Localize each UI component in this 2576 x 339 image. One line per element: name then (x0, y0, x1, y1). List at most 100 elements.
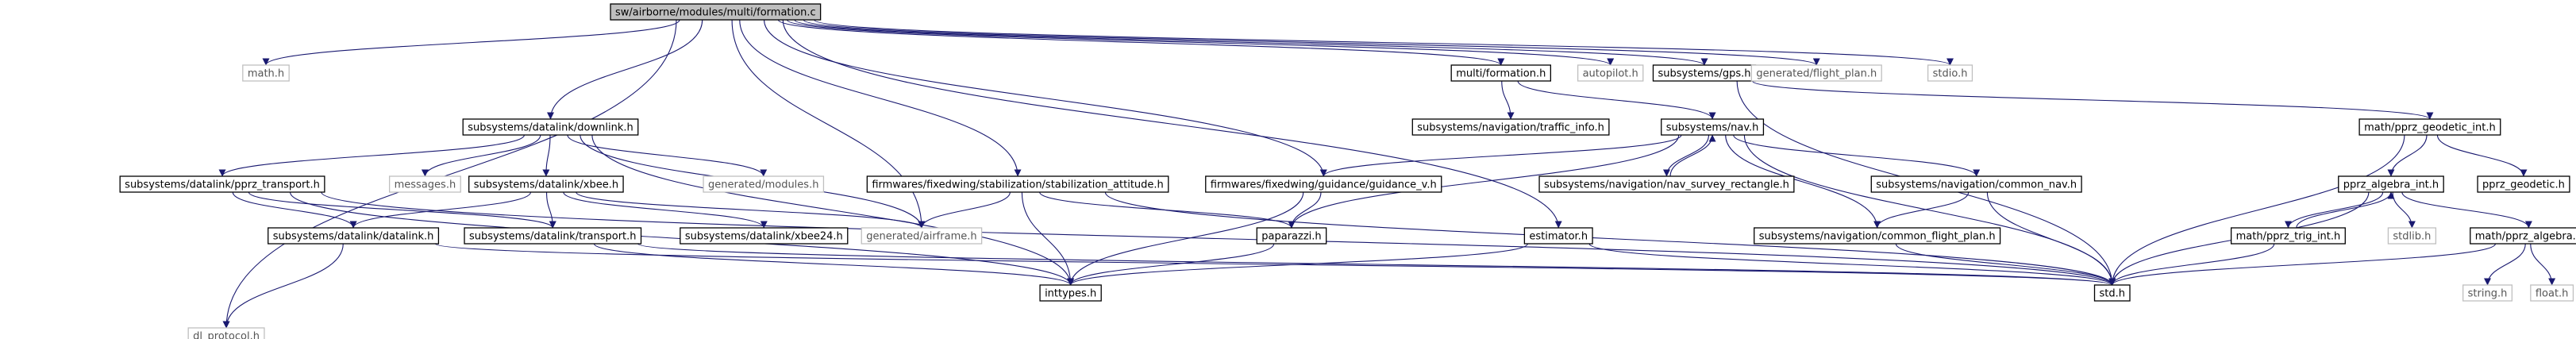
node-label: dl_protocol.h (193, 331, 260, 339)
node-label: subsystems/datalink/xbee24.h (685, 231, 843, 243)
edge-root-to-stdio (814, 19, 1954, 66)
edge-pprz-transport-to-datalink (232, 191, 357, 229)
node-pprz-trig-int[interactable]: math/pprz_trig_int.h (2230, 227, 2346, 245)
node-box (1661, 118, 1765, 136)
node-pprz-algebra-int[interactable]: pprz_algebra_int.h (2338, 175, 2444, 193)
edge-common-nav-to-std (1986, 191, 2116, 286)
edge-downlink-to-inttypes (591, 134, 1075, 286)
node-pprz-geodetic[interactable]: pprz_geodetic.h (2477, 175, 2570, 193)
edge-pprz-algebra-to-string (2484, 243, 2526, 286)
node-stab-att[interactable]: firmwares/fixedwing/stabilization/stabil… (866, 175, 1169, 193)
node-autopilot: autopilot.h (1577, 64, 1644, 82)
edge-root-to-stab-att (739, 19, 1022, 177)
node-box (2462, 284, 2513, 302)
node-box (1577, 64, 1644, 82)
node-guidance-v[interactable]: firmwares/fixedwing/guidance/guidance_v.… (1205, 175, 1442, 193)
node-pprz-geodetic-int[interactable]: math/pprz_geodetic_int.h (2358, 118, 2501, 136)
edge-xbee-to-xbee24 (563, 191, 768, 229)
edge-stab-att-to-std (1104, 191, 2116, 286)
node-common-flight-plan[interactable]: subsystems/navigation/common_flight_plan… (1754, 227, 2001, 245)
edge-nav-to-guidance-v (1319, 134, 1682, 177)
node-paparazzi[interactable]: paparazzi.h (1256, 227, 1327, 245)
node-box (1256, 227, 1327, 245)
edge-pprz-transport-to-transport (248, 191, 556, 229)
edge-root-to-autopilot (786, 19, 1614, 66)
node-box (861, 227, 983, 245)
node-std[interactable]: std.h (2093, 284, 2131, 302)
node-box (268, 227, 440, 245)
node-gps[interactable]: subsystems/gps.h (1652, 64, 1757, 82)
edge-formation-to-traffic-info (1501, 80, 1515, 120)
node-box (1450, 64, 1552, 82)
node-messages: messages.h (388, 175, 461, 193)
node-nav-survey[interactable]: subsystems/navigation/nav_survey_rectang… (1538, 175, 1795, 193)
node-label: estimator.h (1529, 231, 1588, 243)
node-formation[interactable]: multi/formation.h (1450, 64, 1552, 82)
node-label: paparazzi.h (1261, 231, 1321, 243)
node-label: math/pprz_algebra.h (2475, 231, 2576, 243)
node-transport[interactable]: subsystems/datalink/transport.h (464, 227, 642, 245)
node-box (2358, 118, 2501, 136)
node-label: sw/airborne/modules/multi/formation.c (615, 7, 816, 19)
node-box (119, 175, 325, 193)
node-label: subsystems/datalink/transport.h (469, 231, 637, 243)
node-box (610, 3, 822, 21)
node-box (866, 175, 1169, 193)
node-box (2470, 227, 2576, 245)
edge-downlink-to-messages (421, 134, 541, 177)
node-math: math.h (242, 64, 290, 82)
edge-nav-to-nav-survey (1662, 134, 1710, 177)
edge-pprz-trig-int-to-pprz-algebra-int (2296, 191, 2395, 229)
node-box (462, 118, 639, 136)
node-label: inttypes.h (1045, 288, 1096, 300)
node-traffic-info[interactable]: subsystems/navigation/traffic_info.h (1411, 118, 1610, 136)
edge-estimator-to-std (1588, 243, 2116, 286)
node-estimator[interactable]: estimator.h (1523, 227, 1593, 245)
node-label: math/pprz_trig_int.h (2236, 231, 2341, 243)
edge-root-to-gps (794, 19, 1708, 66)
node-box (2338, 175, 2444, 193)
edge-pprz-geodetic-int-to-pprz-geodetic (2436, 134, 2528, 177)
node-box (1039, 284, 1102, 302)
node-datalink[interactable]: subsystems/datalink/datalink.h (268, 227, 440, 245)
node-modules: generated/modules.h (703, 175, 825, 193)
node-xbee[interactable]: subsystems/datalink/xbee.h (468, 175, 624, 193)
node-label: subsystems/datalink/datalink.h (273, 231, 434, 243)
node-box (1538, 175, 1795, 193)
node-root[interactable]: sw/airborne/modules/multi/formation.c (610, 3, 822, 21)
node-label: subsystems/datalink/xbee.h (474, 179, 618, 191)
edge-xbee-to-datalink (349, 191, 532, 229)
node-box (1754, 227, 2001, 245)
node-label: std.h (2100, 288, 2126, 300)
node-nav[interactable]: subsystems/nav.h (1661, 118, 1765, 136)
node-box (1523, 227, 1593, 245)
node-label: firmwares/fixedwing/guidance/guidance_v.… (1211, 179, 1437, 191)
edge-gps-to-pprz-geodetic-int (1752, 80, 2434, 120)
node-pprz-algebra[interactable]: math/pprz_algebra.h (2470, 227, 2576, 245)
edge-pprz-geodetic-int-to-std (2108, 134, 2405, 286)
edge-pprz-trig-int-to-std (2108, 243, 2275, 286)
edge-transport-to-inttypes (593, 243, 1074, 286)
node-inttypes[interactable]: inttypes.h (1039, 284, 1102, 302)
edge-estimator-to-inttypes (1067, 243, 1528, 286)
edge-paparazzi-to-inttypes (1067, 243, 1275, 286)
edge-nav-survey-to-nav (1669, 134, 1716, 177)
node-common-nav[interactable]: subsystems/navigation/common_nav.h (1870, 175, 2082, 193)
edge-root-to-dl-protocol (222, 19, 677, 329)
edge-downlink-to-modules (567, 134, 768, 177)
nodes-layer: sw/airborne/modules/multi/formation.c mat… (119, 3, 2576, 339)
node-downlink[interactable]: subsystems/datalink/downlink.h (462, 118, 639, 136)
edge-pprz-algebra-int-to-stdlib (2392, 191, 2416, 229)
node-label: subsystems/nav.h (1666, 122, 1759, 134)
node-box (2387, 227, 2437, 245)
edge-nav-to-common-nav (1733, 134, 1981, 177)
node-xbee24[interactable]: subsystems/datalink/xbee24.h (680, 227, 849, 245)
node-label: subsystems/navigation/common_nav.h (1876, 179, 2077, 191)
node-box (1870, 175, 2082, 193)
node-box (1927, 64, 1973, 82)
node-pprz-transport[interactable]: subsystems/datalink/pprz_transport.h (119, 175, 325, 193)
edge-common-flight-plan-to-std (1895, 243, 2116, 286)
node-label: autopilot.h (1583, 68, 1638, 80)
node-box (388, 175, 461, 193)
